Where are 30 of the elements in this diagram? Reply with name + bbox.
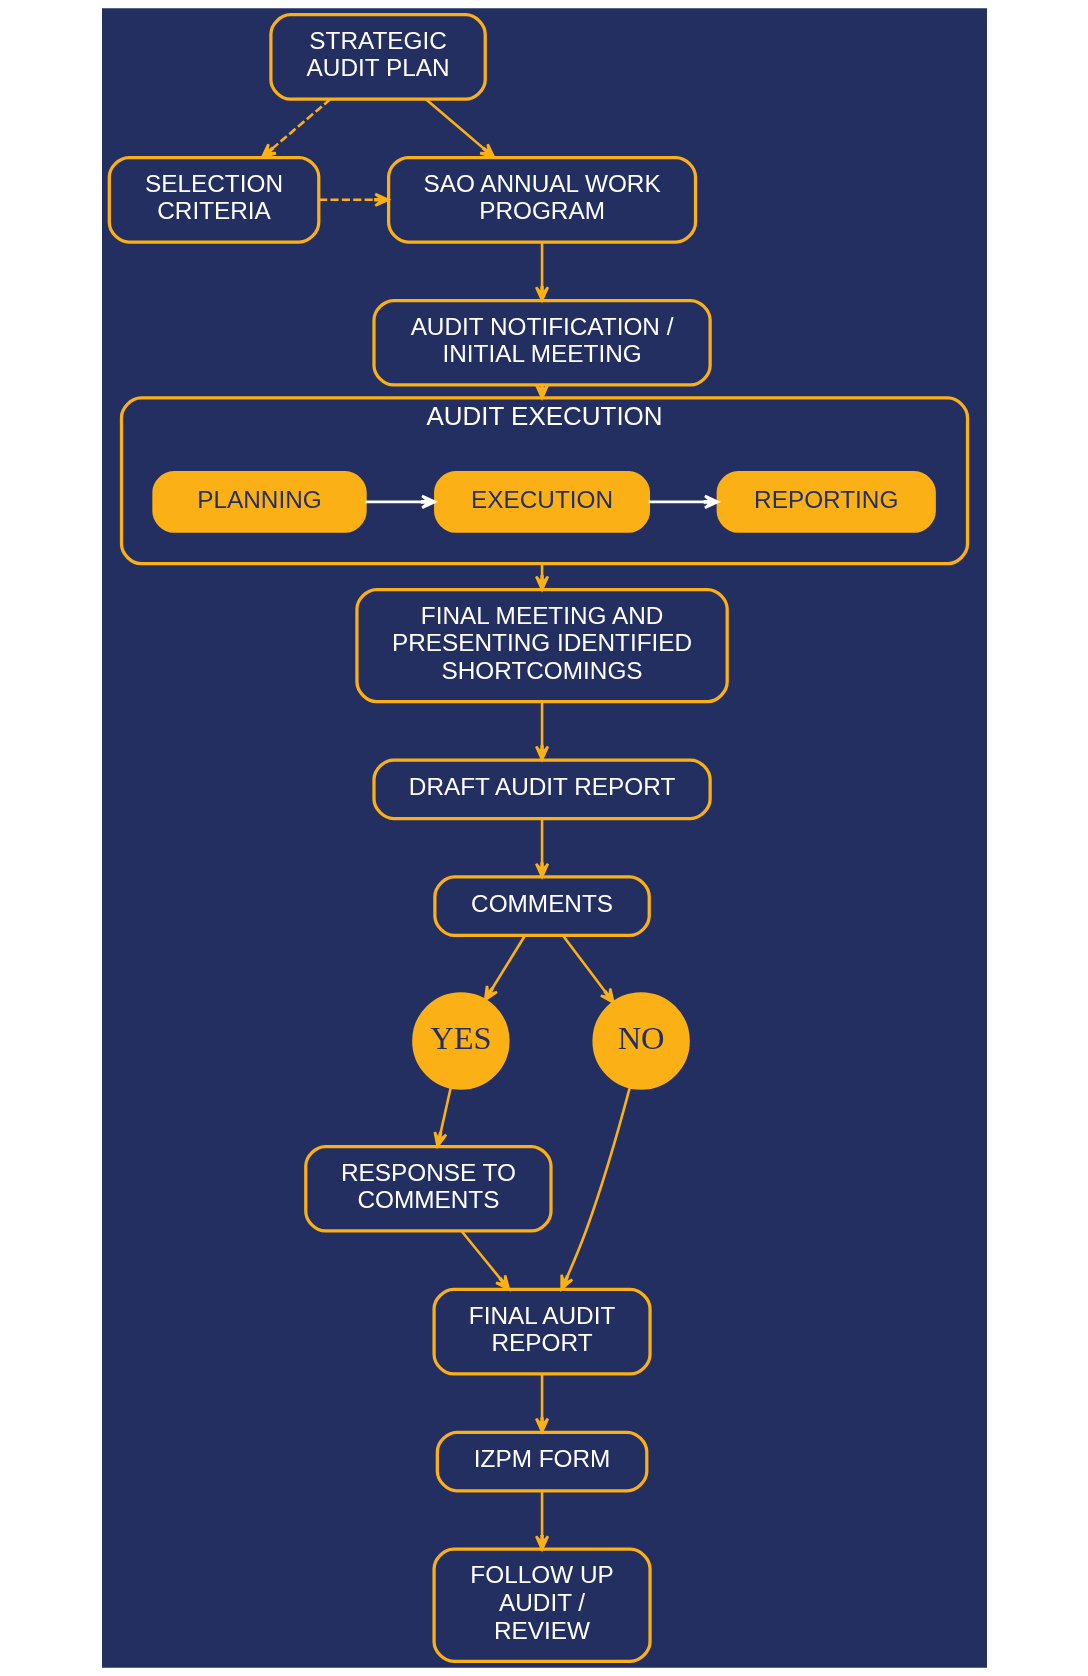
node-box: STRATEGIC AUDIT PLAN [268,13,487,101]
arrow [534,242,549,302]
arrow [364,494,436,509]
arrow [534,1490,549,1551]
arrow [424,98,495,159]
node-box: DRAFT AUDIT REPORT [371,758,712,821]
arrow [460,1230,510,1291]
node-box: IZPM FORM [435,1430,648,1493]
arrow [561,934,615,1004]
node-box: PLANNING [151,471,367,533]
arrow [483,935,526,1002]
node-box: COMMENTS [432,875,651,938]
node-box: FINAL AUDIT REPORT [431,1287,652,1376]
arrow [559,1086,631,1291]
node-box: EXECUTION [433,471,650,533]
node-box: SAO ANNUAL WORK PROGRAM [386,156,697,244]
arrow [534,701,549,761]
arrow [648,494,719,509]
node-circle: YES [411,992,510,1090]
node-box: REPORTING [716,471,936,533]
arrow [318,192,390,207]
node-box: RESPONSE TO COMMENTS [303,1144,553,1233]
arrow [534,1374,549,1433]
node-box: FINAL MEETING AND PRESENTING IDENTIFIED SHORTCOMINGS [354,587,729,704]
arrow [432,1087,452,1148]
node-circle: NO [591,992,690,1090]
node-box: SELECTION CRITERIA [107,156,320,244]
node-box: FOLLOW UP AUDIT / REVIEW [431,1547,652,1663]
arrow [260,98,331,159]
arrow [534,819,549,879]
